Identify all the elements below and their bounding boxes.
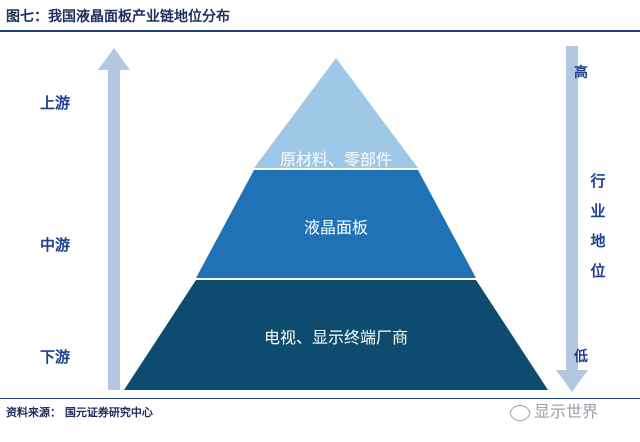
wechat-icon: [510, 404, 530, 421]
title-rule: [0, 30, 640, 32]
pyramid-tier-middle: [196, 170, 476, 278]
upstream-arrow: [98, 48, 130, 390]
pyramid-tier-bottom: [124, 280, 548, 390]
status-low-label: 低: [574, 349, 588, 365]
upstream-label: 上游: [40, 94, 71, 112]
tier-label-top: 原材料、零部件: [279, 150, 393, 169]
source-note: 资料来源： 国元证券研究中心: [6, 406, 153, 419]
watermark: 显示世界: [510, 398, 598, 422]
watermark-text: 显示世界: [534, 402, 599, 421]
bottom-rule: [0, 398, 640, 399]
status-high-label: 高: [574, 65, 588, 81]
downstream-label: 下游: [40, 348, 71, 366]
status-arrow: [556, 46, 588, 392]
industry-status-label: 行业地位: [590, 172, 606, 280]
midstream-label: 中游: [40, 236, 71, 254]
tier-label-middle: 液晶面板: [303, 218, 369, 237]
tier-label-bottom: 电视、显示终端厂商: [263, 328, 409, 347]
industry-chain-pyramid: [124, 58, 548, 390]
pyramid-tier-top: [254, 58, 418, 168]
page-title: 图七：我国液晶面板产业链地位分布: [6, 9, 230, 25]
